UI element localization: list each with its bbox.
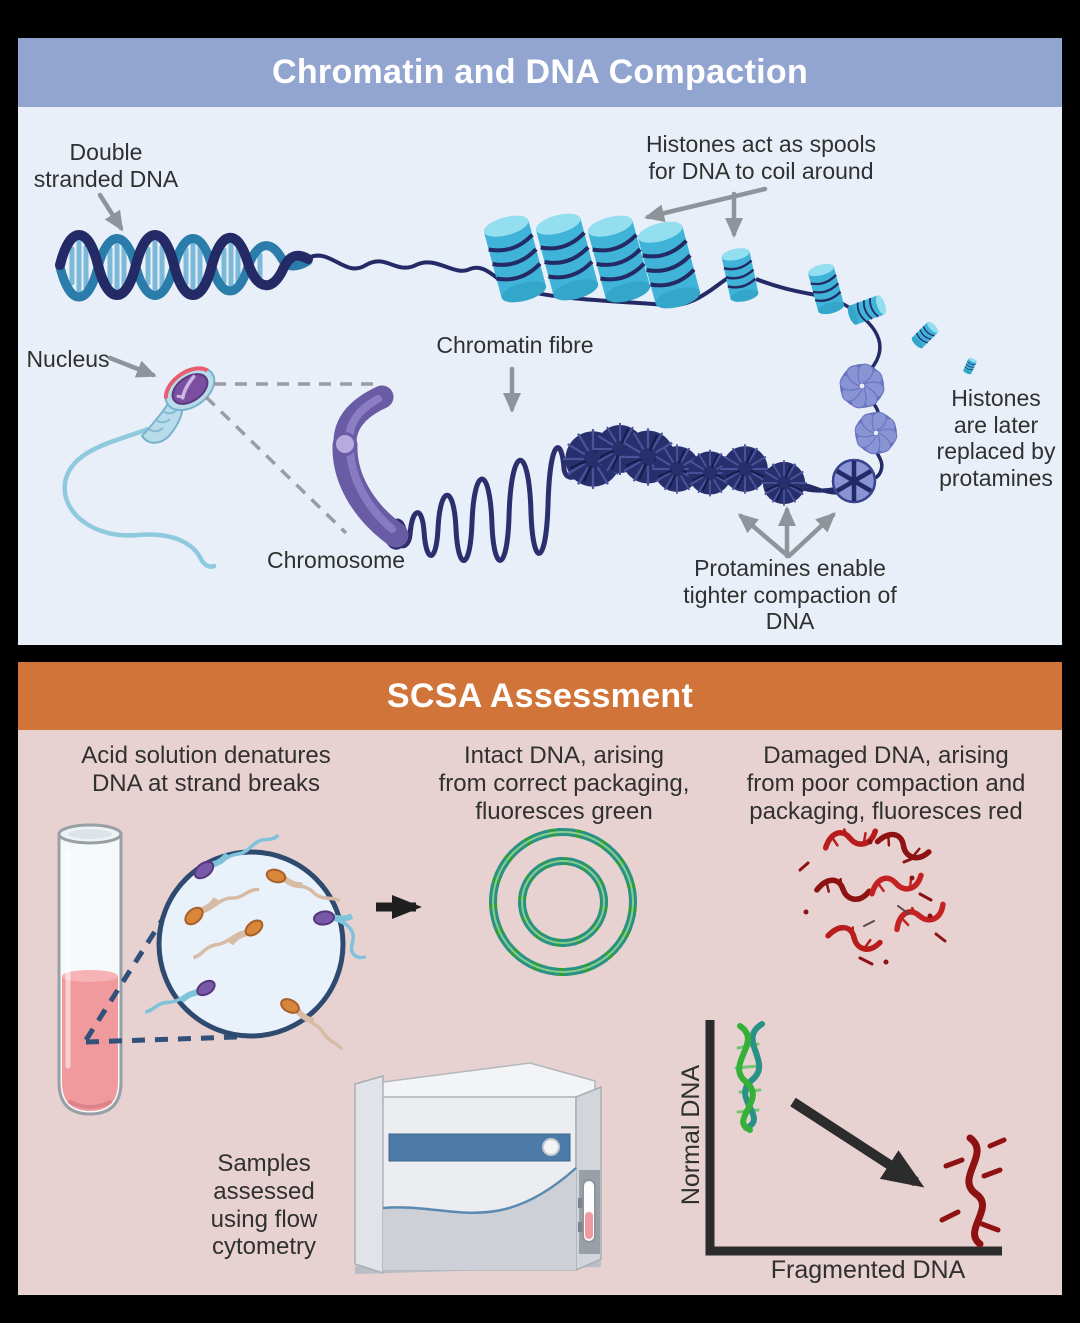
graph-axes xyxy=(705,1020,1002,1256)
intact-dna-illustration xyxy=(489,828,637,976)
arrow-protamines-right xyxy=(786,512,836,559)
sperm-icon xyxy=(145,979,216,1014)
sperm-icon xyxy=(184,887,260,926)
panel2-title: SCSA Assessment xyxy=(386,676,694,715)
chromatin-fibre-illustration xyxy=(385,445,587,563)
label-chromosome: Chromosome xyxy=(266,547,406,573)
arrow-histones-left xyxy=(644,186,768,223)
label-chromatin-fibre: Chromatin fibre xyxy=(436,332,594,358)
scsa-panel: SCSA Assessment xyxy=(18,662,1062,1295)
arrow-nucleus xyxy=(107,355,157,378)
label-protamines: Protamines enable tighter compaction of … xyxy=(683,555,897,635)
histone-spools-illustration xyxy=(479,207,847,318)
scsa-illustration xyxy=(57,823,1007,1275)
sperm-icon xyxy=(265,868,341,903)
label-nucleus: Nucleus xyxy=(26,346,110,372)
flow-cytometer-illustration xyxy=(354,1062,602,1275)
fragmented-dna-icon xyxy=(939,1134,1007,1248)
annotation-arrows xyxy=(97,186,836,559)
protamine-pompoms-illustration xyxy=(561,422,808,507)
label-damaged-dna: Damaged DNA, arising from poor compactio… xyxy=(746,742,1026,825)
chromatin-illustration xyxy=(55,186,978,569)
graph-x-axis-label: Fragmented DNA xyxy=(770,1256,966,1284)
panel2-body: Acid solution denatures DNA at strand br… xyxy=(18,730,1062,1295)
label-histones-replaced: Histones are later replaced by protamine… xyxy=(936,385,1056,492)
sperm-icon xyxy=(313,910,367,960)
label-flow-cytometry: Samples assessed using flow cytometry xyxy=(210,1150,318,1261)
damaged-dna-illustration xyxy=(798,828,947,966)
normal-dna-icon xyxy=(734,1021,765,1133)
label-acid-solution: Acid solution denatures DNA at strand br… xyxy=(81,742,331,797)
sperm-icon xyxy=(193,833,280,880)
sperm-sample-magnifier xyxy=(145,833,367,1051)
chromatin-panel: Chromatin and DNA Compaction xyxy=(18,38,1062,645)
magnifier-dashes xyxy=(204,382,374,535)
test-tube-illustration xyxy=(57,823,123,1116)
sperm-icon xyxy=(192,919,264,960)
chromosome-illustration xyxy=(332,385,409,548)
falling-histones-illustration xyxy=(844,293,978,376)
arrow-protamines-left xyxy=(737,513,791,559)
double-helix-illustration xyxy=(55,230,313,302)
sperm-cell-illustration xyxy=(62,366,217,569)
label-intact-dna: Intact DNA, arising from correct packagi… xyxy=(438,742,690,825)
panel2-header: SCSA Assessment xyxy=(18,662,1062,730)
protamine-flowers-illustration xyxy=(833,359,901,502)
panel1-title: Chromatin and DNA Compaction xyxy=(271,53,809,91)
panel1-body: Double stranded DNA Histones act as spoo… xyxy=(18,107,1062,645)
arrow-double-stranded-dna xyxy=(97,192,124,232)
label-double-stranded-dna: Double stranded DNA xyxy=(33,139,179,192)
label-histone-spools: Histones act as spools for DNA to coil a… xyxy=(645,131,877,184)
dna-fragmentation-graph xyxy=(705,1020,1007,1256)
panel1-header: Chromatin and DNA Compaction xyxy=(18,38,1062,107)
graph-y-axis-label: Normal DNA xyxy=(677,1064,705,1206)
graph-trend-arrow xyxy=(790,1097,925,1188)
sperm-icon xyxy=(280,998,344,1051)
